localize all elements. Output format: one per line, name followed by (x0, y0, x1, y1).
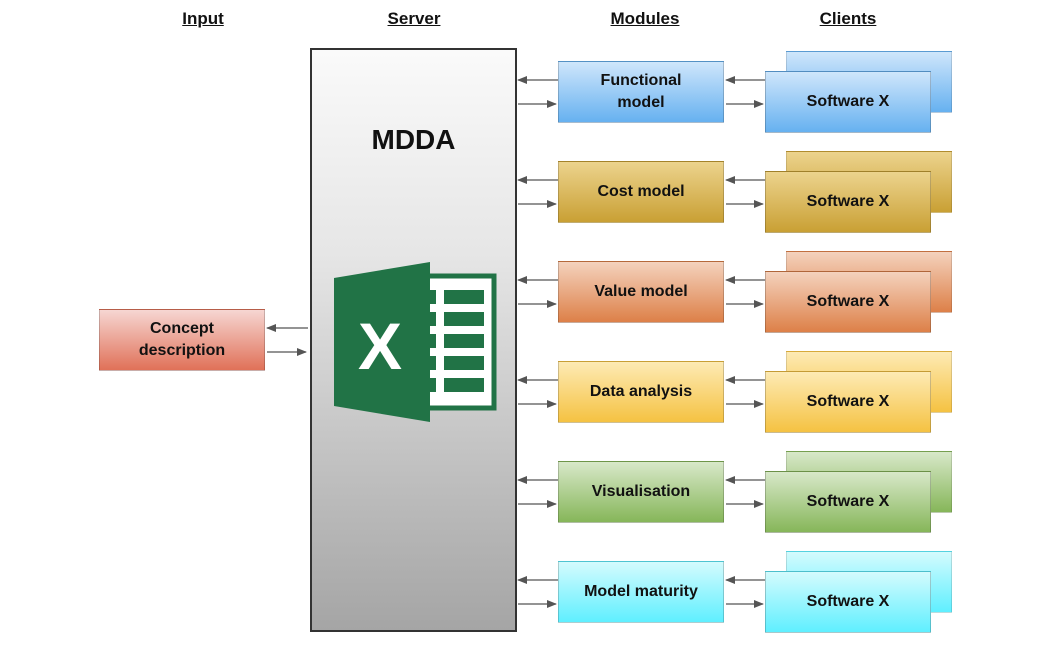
module-label: Cost model (597, 183, 685, 200)
module-box: Data analysis (558, 361, 724, 423)
module-label: Model maturity (584, 583, 698, 600)
header-input: Input (182, 9, 224, 28)
input-concept-description: Concept description (99, 309, 265, 371)
header-modules: Modules (610, 9, 680, 28)
module-label: Visualisation (591, 483, 691, 500)
client-card: Software X (765, 471, 931, 533)
header-server: Server (387, 9, 441, 28)
module-label: Value model (594, 283, 688, 300)
header-clients: Clients (819, 9, 877, 28)
client-label: Software X (806, 93, 890, 110)
module-box: Value model (558, 261, 724, 323)
input-label-line1: Concept (149, 320, 214, 337)
excel-icon: X (334, 262, 497, 422)
module-box: Model maturity (558, 561, 724, 623)
client-label: Software X (806, 593, 890, 610)
client-card: Software X (765, 171, 931, 233)
server-mdda: MDDA X (310, 48, 517, 632)
client-card: Software X (765, 371, 931, 433)
svg-text:X: X (358, 309, 402, 383)
client-label: Software X (806, 193, 890, 210)
module-label-line2: model (617, 94, 665, 111)
client-card: Software X (765, 571, 931, 633)
client-label: Software X (806, 293, 890, 310)
module-box: Functional model (558, 61, 724, 123)
module-label: Data analysis (589, 383, 693, 400)
client-label: Software X (806, 493, 890, 510)
module-box: Cost model (558, 161, 724, 223)
client-card: Software X (765, 271, 931, 333)
input-label-line2: description (138, 342, 226, 359)
module-box: Visualisation (558, 461, 724, 523)
client-card: Software X (765, 71, 931, 133)
server-title: MDDA (371, 124, 456, 155)
module-label: Functional (600, 72, 682, 89)
client-label: Software X (806, 393, 890, 410)
